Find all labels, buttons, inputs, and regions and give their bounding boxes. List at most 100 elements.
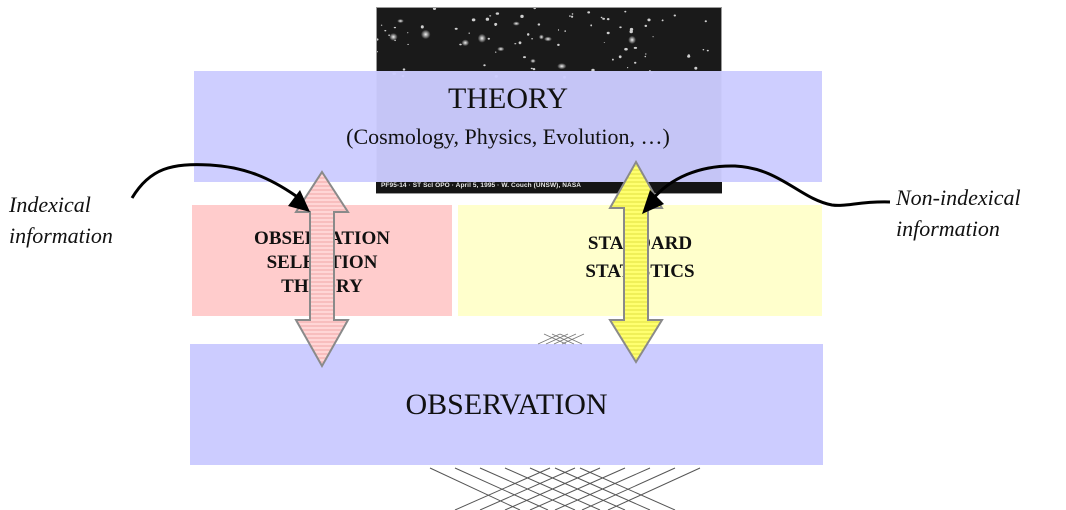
galaxy-point [530, 67, 533, 70]
galaxy-point [628, 35, 636, 44]
galaxy-point [377, 38, 379, 41]
galaxy-point [647, 18, 651, 22]
galaxy-point [459, 43, 462, 46]
galaxy-point [393, 26, 397, 29]
galaxy-point [495, 51, 497, 53]
galaxy-point [544, 36, 552, 42]
galaxy-point [606, 18, 610, 21]
galaxy-point [497, 46, 505, 52]
galaxy-point [557, 63, 567, 70]
theory-box [194, 71, 822, 182]
galaxy-point [644, 55, 647, 58]
observation-title: OBSERVATION [405, 388, 608, 421]
galaxy-point [706, 49, 709, 52]
indexical-double-arrow [294, 170, 350, 369]
galaxy-point [600, 16, 603, 19]
galaxy-point [420, 29, 431, 40]
galaxy-point [564, 30, 566, 32]
galaxy-point [407, 32, 409, 34]
galaxy-point [624, 47, 628, 51]
galaxy-point [420, 25, 424, 29]
galaxy-point [471, 18, 476, 22]
galaxy-point [388, 34, 390, 36]
galaxy-point [633, 46, 638, 49]
galaxy-point [532, 68, 536, 71]
galaxy-point [624, 10, 627, 13]
galaxy-point [634, 61, 637, 64]
galaxy-point [702, 49, 705, 51]
galaxy-point [485, 17, 490, 21]
galaxy-point [590, 24, 593, 27]
galaxy-point [514, 43, 517, 45]
galaxy-point [468, 32, 470, 34]
indexical-line-1: Indexical [9, 192, 91, 217]
galaxy-point [407, 43, 409, 45]
galaxy-point [494, 22, 498, 26]
non-indexical-double-arrow [608, 159, 664, 364]
galaxy-point [380, 24, 383, 26]
galaxy-point [389, 33, 398, 41]
galaxy-point [618, 55, 622, 59]
galaxy-point [537, 23, 541, 26]
galaxy-points [377, 8, 709, 79]
galaxy-point [587, 11, 591, 14]
galaxy-point [461, 39, 470, 47]
galaxy-point [531, 38, 533, 40]
non-indexical-line-2: information [896, 216, 1000, 241]
galaxy-point [477, 33, 487, 43]
indexical-pointer-head [288, 190, 310, 212]
indexical-information-label: Indexical information [9, 189, 113, 251]
galaxy-point [606, 31, 610, 35]
galaxy-point [571, 13, 574, 15]
galaxy-point [487, 37, 490, 40]
galaxy-point [661, 19, 664, 22]
galaxy-point [397, 19, 404, 23]
indexical-pointer-curve [130, 163, 297, 199]
galaxy-point [644, 24, 648, 27]
photo-caption: PF95-14 · ST ScI OPO · April 5, 1995 · W… [381, 182, 582, 189]
galaxy-point [402, 68, 406, 71]
non-indexical-pointer-head [642, 190, 664, 214]
galaxy-point [512, 21, 520, 26]
galaxy-point [629, 27, 634, 31]
galaxy-point [694, 66, 698, 70]
non-indexical-line-1: Non-indexical [896, 185, 1021, 210]
observation-box [190, 344, 823, 465]
galaxy-point [612, 58, 614, 61]
galaxy-point [520, 14, 524, 18]
galaxy-point [533, 8, 536, 10]
galaxy-point [523, 56, 526, 59]
galaxy-point [591, 68, 595, 72]
galaxy-point [530, 58, 536, 64]
galaxy-point [432, 8, 437, 10]
galaxy-point [518, 41, 522, 45]
galaxy-point [571, 15, 574, 18]
galaxy-point [483, 64, 486, 67]
non-indexical-information-label: Non-indexical information [896, 182, 1021, 244]
theory-title: THEORY [448, 82, 568, 115]
galaxy-point [704, 20, 707, 23]
indexical-line-2: information [9, 223, 113, 248]
galaxy-point [494, 24, 497, 26]
galaxy-point [602, 17, 605, 20]
galaxy-point [384, 30, 387, 32]
galaxy-point [569, 15, 571, 17]
galaxy-point [454, 27, 458, 30]
galaxy-point [377, 51, 378, 53]
galaxy-point [673, 14, 676, 17]
galaxy-point [538, 34, 544, 40]
galaxy-point [652, 36, 654, 38]
galaxy-point [489, 15, 492, 17]
galaxy-point [603, 42, 606, 43]
galaxy-point [495, 12, 500, 15]
non-indexical-pointer-curve [650, 164, 891, 207]
perspective-grid-middle [537, 333, 585, 345]
galaxy-point [619, 26, 622, 29]
galaxy-point [394, 39, 396, 42]
galaxy-point [527, 33, 530, 36]
galaxy-point [557, 29, 560, 31]
theory-subtitle: (Cosmology, Physics, Evolution, …) [346, 124, 670, 149]
galaxy-point [645, 53, 647, 55]
galaxy-point [557, 43, 560, 47]
